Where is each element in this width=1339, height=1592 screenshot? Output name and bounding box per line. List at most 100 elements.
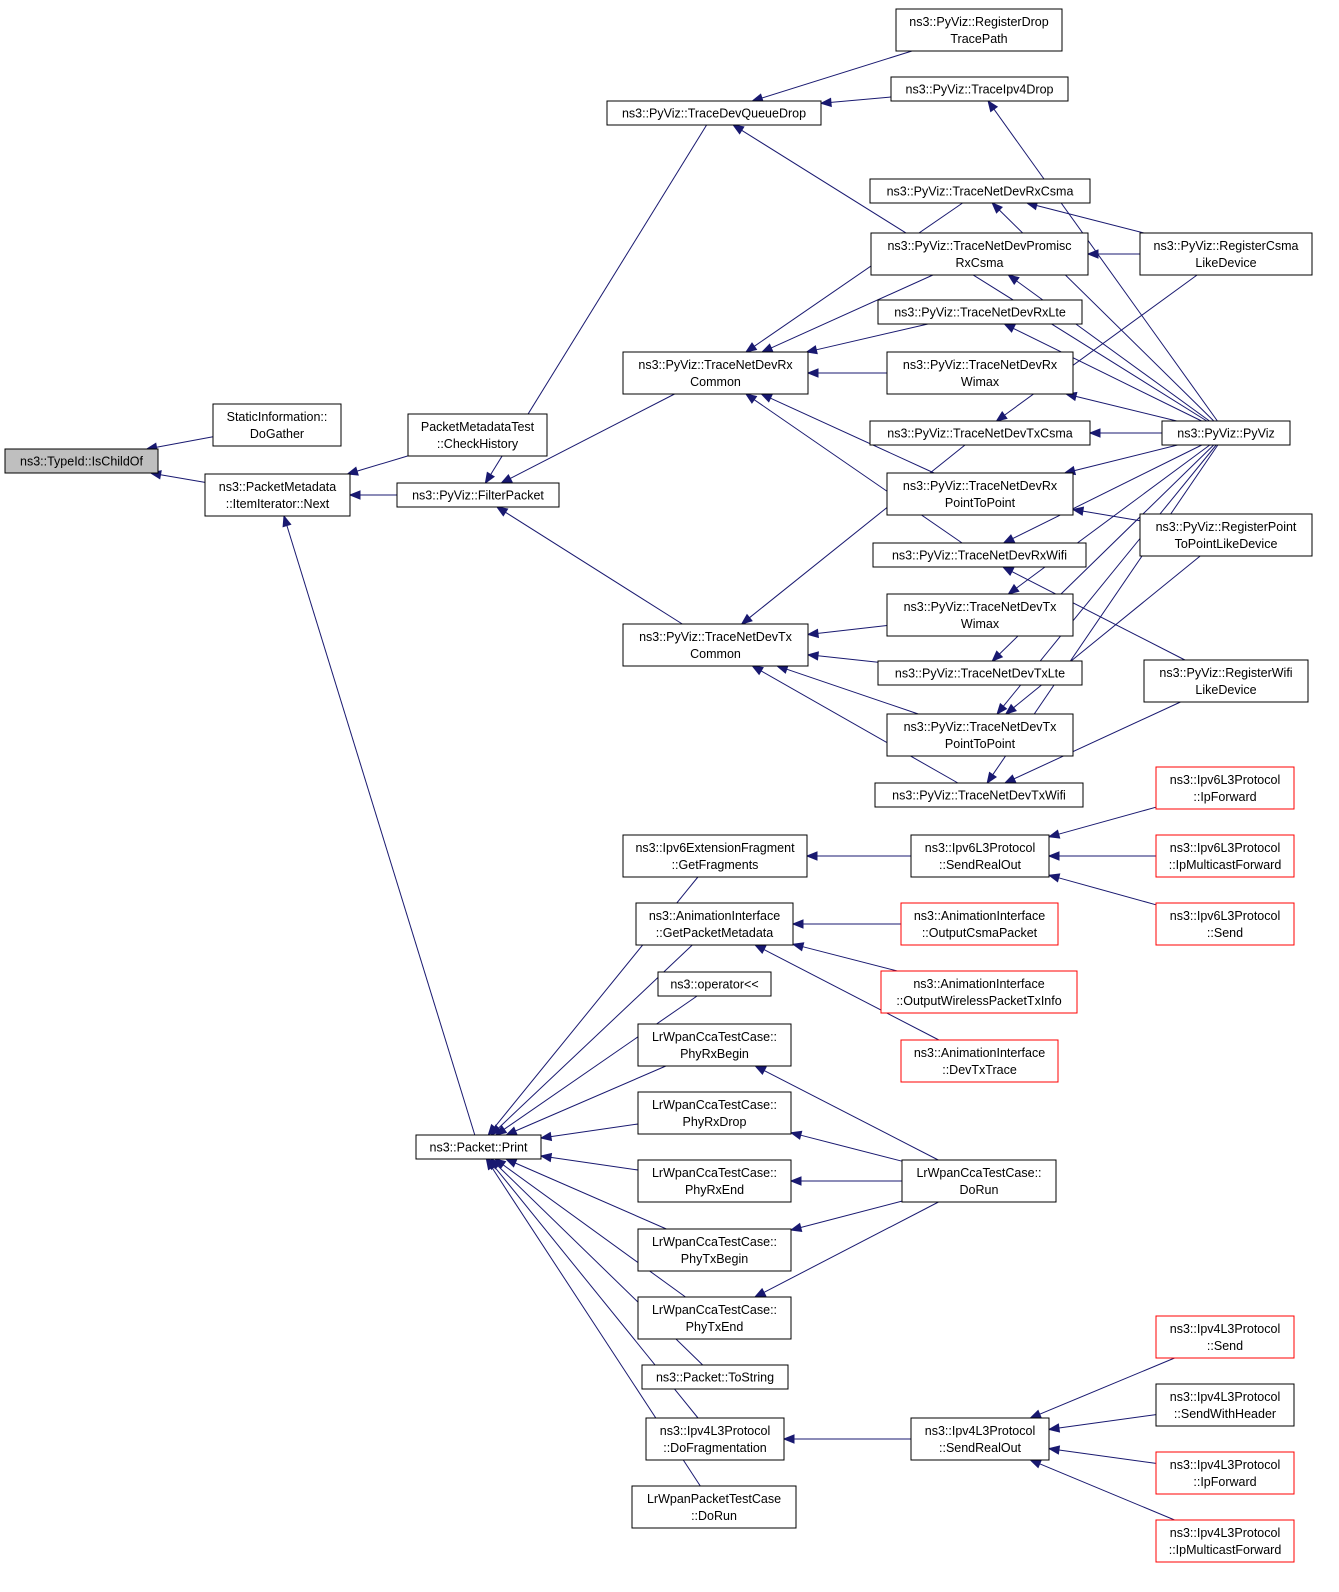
node-label-line: ns3::AnimationInterface xyxy=(649,909,780,923)
node-ns3-pyviz-tracenetdevtxlte[interactable]: ns3::PyViz::TraceNetDevTxLte xyxy=(877,660,1083,686)
node-ns3-ipv4l3protocol-sendwithheader[interactable]: ns3::Ipv4L3Protocol::SendWithHeader xyxy=(1155,1383,1295,1427)
node-label-line: ::IpMulticastForward xyxy=(1169,1543,1282,1557)
arrowhead xyxy=(775,664,789,674)
node-label-line: ::Send xyxy=(1207,1339,1243,1353)
arrowhead xyxy=(744,393,758,404)
node-label-line: ns3::Ipv4L3Protocol xyxy=(1170,1322,1281,1336)
edge-line xyxy=(761,50,913,99)
node-ns3-packet-tostring[interactable]: ns3::Packet::ToString xyxy=(641,1364,789,1390)
node-ns3-ipv6l3protocol-ipforward[interactable]: ns3::Ipv6L3Protocol::IpForward xyxy=(1155,766,1295,810)
node-box xyxy=(637,1159,792,1203)
arrowhead xyxy=(1047,873,1061,883)
edge-n30-to-n5 xyxy=(539,1123,639,1142)
node-ns3-pyviz-tracedevqueuedrop[interactable]: ns3::PyViz::TraceDevQueueDrop xyxy=(606,100,822,126)
node-ns3-pyviz-pyviz[interactable]: ns3::PyViz::PyViz xyxy=(1161,420,1291,446)
node-lrwpanpackettestcase-dorun[interactable]: LrWpanPacketTestCase::DoRun xyxy=(631,1485,797,1529)
node-label-line: ns3::PyViz::TraceNetDevTxWifi xyxy=(892,789,1066,803)
edge-line xyxy=(1058,806,1157,835)
edge-n23-to-n15 xyxy=(1088,428,1162,438)
node-ns3-ipv6extensionfragment-getfragments[interactable]: ns3::Ipv6ExtensionFragment::GetFragments xyxy=(622,834,808,878)
arrowhead xyxy=(346,466,359,476)
node-ns3-ipv4l3protocol-send[interactable]: ns3::Ipv4L3Protocol::Send xyxy=(1155,1315,1295,1359)
node-label-line: ::ItemIterator::Next xyxy=(226,497,330,511)
node-ns3-pyviz-tracenetdevtxwifi[interactable]: ns3::PyViz::TraceNetDevTxWifi xyxy=(874,782,1084,808)
node-ns3-packetmetadata-itemiterator-next[interactable]: ns3::PacketMetadata::ItemIterator::Next xyxy=(204,473,351,517)
edge-n39-to-n27 xyxy=(791,942,898,972)
node-box xyxy=(869,420,1091,446)
arrowhead xyxy=(1002,534,1016,544)
edge-line xyxy=(502,1164,686,1298)
node-ns3-animationinterface-devtxtrace[interactable]: ns3::AnimationInterface::DevTxTrace xyxy=(900,1039,1059,1083)
node-lrwpanccatestcase-phytxend[interactable]: LrWpanCcaTestCase::PhyTxEnd xyxy=(637,1296,792,1340)
node-ns3-animationinterface-outputcsmapacket[interactable]: ns3::AnimationInterface::OutputCsmaPacke… xyxy=(900,902,1059,946)
node-box xyxy=(895,8,1063,52)
node-ns3-ipv4l3protocol-dofragmentation[interactable]: ns3::Ipv4L3Protocol::DoFragmentation xyxy=(645,1417,785,1461)
node-box xyxy=(900,1039,1059,1083)
node-ns3-pyviz-tracenetdevrxcsma[interactable]: ns3::PyViz::TraceNetDevRxCsma xyxy=(869,178,1091,204)
node-ns3-pyviz-tracenetdevtxcsma[interactable]: ns3::PyViz::TraceNetDevTxCsma xyxy=(869,420,1091,446)
edge-n23-to-n16 xyxy=(1063,444,1178,476)
arrowhead xyxy=(789,1176,802,1186)
node-ns3-ipv4l3protocol-ipforward[interactable]: ns3::Ipv4L3Protocol::IpForward xyxy=(1155,1451,1295,1495)
arrowhead xyxy=(1003,774,1017,784)
node-label-line: ns3::PyViz::TraceNetDevRx xyxy=(903,479,1058,493)
node-lrwpanccatestcase-phytxbegin[interactable]: LrWpanCcaTestCase::PhyTxBegin xyxy=(637,1228,792,1272)
node-ns3-ipv6l3protocol-ipmulticastforward[interactable]: ns3::Ipv6L3Protocol::IpMulticastForward xyxy=(1155,834,1295,878)
edge-n2-to-n0 xyxy=(149,470,206,483)
node-label-line: ns3::PyViz::RegisterDrop xyxy=(909,15,1048,29)
node-lrwpanccatestcase-phyrxdrop[interactable]: LrWpanCcaTestCase::PhyRxDrop xyxy=(637,1091,792,1135)
edge-n19-to-n8 xyxy=(806,651,879,663)
node-ns3-operator[interactable]: ns3::operator<< xyxy=(657,971,772,997)
edge-line xyxy=(800,1134,903,1162)
node-ns3-ipv6l3protocol-send[interactable]: ns3::Ipv6L3Protocol::Send xyxy=(1155,902,1295,946)
node-ns3-ipv6l3protocol-sendrealout[interactable]: ns3::Ipv6L3Protocol::SendRealOut xyxy=(910,834,1050,878)
edge-n23-to-n17 xyxy=(1002,444,1203,544)
node-label-line: ns3::PyViz::TraceIpv4Drop xyxy=(906,83,1054,97)
arrowhead xyxy=(539,1152,553,1163)
node-label-line: ::CheckHistory xyxy=(437,437,519,451)
node-lrwpanccatestcase-phyrxend[interactable]: LrWpanCcaTestCase::PhyRxEnd xyxy=(637,1159,792,1203)
arrowhead xyxy=(782,1434,795,1444)
edge-line xyxy=(1058,1449,1157,1464)
node-label-line: ns3::Ipv6L3Protocol xyxy=(1170,841,1281,855)
node-box xyxy=(910,1417,1050,1461)
node-staticinformation-dogather[interactable]: StaticInformation::DoGather xyxy=(212,403,342,447)
node-label-line: ns3::PyViz::TraceNetDevTx xyxy=(904,600,1058,614)
node-label-line: ns3::Ipv6ExtensionFragment xyxy=(635,841,795,855)
node-ns3-ipv4l3protocol-sendrealout[interactable]: ns3::Ipv4L3Protocol::SendRealOut xyxy=(910,1417,1050,1461)
edge-line xyxy=(1036,205,1145,234)
node-ns3-animationinterface-outputwirelesspackettxinfo[interactable]: ns3::AnimationInterface::OutputWirelessP… xyxy=(880,970,1078,1014)
node-ns3-pyviz-filterpacket[interactable]: ns3::PyViz::FilterPacket xyxy=(396,482,560,508)
edge-line xyxy=(1058,1414,1157,1429)
node-ns3-pyviz-registerpoint-topointlikedevice[interactable]: ns3::PyViz::RegisterPointToPointLikeDevi… xyxy=(1139,513,1313,557)
node-label-line: ::DevTxTrace xyxy=(942,1063,1017,1077)
node-box xyxy=(407,413,548,457)
node-ns3-animationinterface-getpacketmetadata[interactable]: ns3::AnimationInterface::GetPacketMetada… xyxy=(635,902,794,946)
node-ns3-typeid-ischildof[interactable]: ns3::TypeId::IsChildOf xyxy=(4,448,159,474)
node-ns3-pyviz-tracenetdevrxlte[interactable]: ns3::PyViz::TraceNetDevRxLte xyxy=(877,299,1083,325)
node-label-line: LrWpanCcaTestCase:: xyxy=(916,1166,1041,1180)
node-ns3-packet-print[interactable]: ns3::Packet::Print xyxy=(415,1134,542,1160)
node-ns3-ipv4l3protocol-ipmulticastforward[interactable]: ns3::Ipv4L3Protocol::IpMulticastForward xyxy=(1155,1519,1295,1563)
arrowhead xyxy=(805,851,818,861)
node-ns3-pyviz-tracenetdevrxwifi[interactable]: ns3::PyViz::TraceNetDevRxWifi xyxy=(872,542,1087,568)
node-packetmetadatatest-checkhistory[interactable]: PacketMetadataTest::CheckHistory xyxy=(407,413,548,457)
node-label-line: PhyTxBegin xyxy=(681,1252,748,1266)
node-label-line: DoRun xyxy=(960,1183,999,1197)
node-ns3-pyviz-traceipv4drop[interactable]: ns3::PyViz::TraceIpv4Drop xyxy=(890,76,1069,102)
node-lrwpanccatestcase-phyrxbegin[interactable]: LrWpanCcaTestCase::PhyRxBegin xyxy=(637,1023,792,1067)
node-lrwpanccatestcase-dorun[interactable]: LrWpanCcaTestCase::DoRun xyxy=(901,1159,1057,1203)
node-label-line: ns3::PyViz::TraceNetDevTxLte xyxy=(895,667,1065,681)
node-box xyxy=(415,1134,542,1160)
